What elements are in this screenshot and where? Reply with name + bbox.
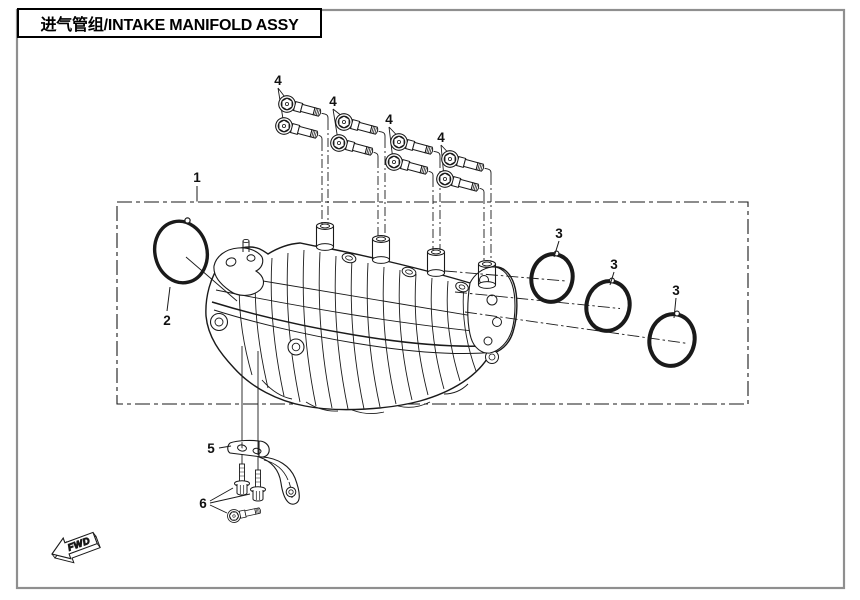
bracket-bolt-6b [250,469,266,502]
bolt-pair-4b [332,108,386,237]
callout-6-leaders [209,487,251,514]
callout-4c: 4 [385,112,393,127]
callout-3b: 3 [610,257,618,272]
bracket-bolt-6a [234,463,250,496]
bracket-bolt-6c [225,503,263,525]
flange-bolt-4a-lower [273,115,321,144]
manifold-bolt-boss-1 [315,222,335,251]
callout-6: 6 [199,496,207,511]
o-ring-3c [647,297,697,368]
callout-4a: 4 [274,73,282,88]
fwd-arrow: FWD [51,531,101,564]
o-ring-3a-axis-line [444,270,567,282]
intake-manifold-drawing [205,222,518,415]
o-ring-3a [529,240,575,304]
support-bracket-5 [227,439,300,505]
assembly-boundary-dashed-box [116,201,749,405]
page-border [15,8,846,590]
callout-3c: 3 [672,283,680,298]
manifold-bolt-boss-2 [371,235,391,264]
callout-5-leader [218,445,232,449]
o-ring-3b-axis-line [454,291,621,309]
flange-bolt-4b-lower [328,132,376,161]
callout-4d: 4 [437,130,445,145]
callout-4b: 4 [329,94,337,109]
page-title: 进气管组/INTAKE MANIFOLD ASSY [17,8,322,38]
flange-bolt-4c-lower [383,151,431,180]
o-ring-3b [584,271,632,333]
flange-bolt-4d-lower [434,168,482,197]
callout-2: 2 [163,313,171,328]
flange-bolt-4a-upper [276,93,324,122]
callout-1: 1 [193,170,201,185]
o-ring-2 [152,217,238,312]
manifold-bolt-boss-3 [426,248,446,277]
callout-5: 5 [207,441,215,456]
callout-3a: 3 [555,226,563,241]
bolt-pair-4c [388,126,441,250]
manifold-bolt-boss-4 [477,260,497,289]
